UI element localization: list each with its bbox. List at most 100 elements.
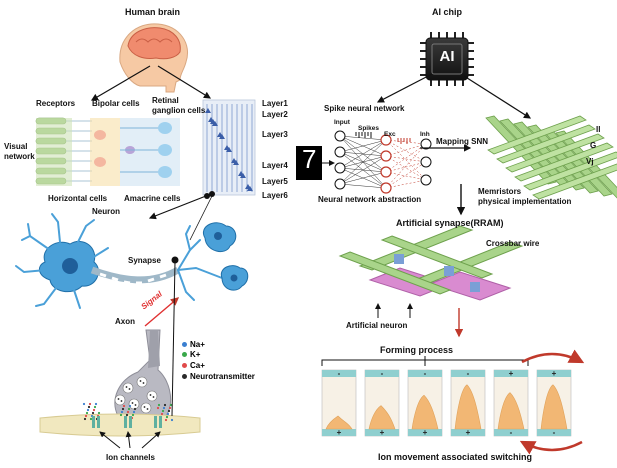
layer-3-label: Layer3 <box>262 130 288 139</box>
bottom-electrode <box>451 429 485 436</box>
na-dot <box>182 342 187 348</box>
layer-1-label: Layer1 <box>262 99 288 108</box>
ai-chip-text: AI <box>439 48 455 65</box>
bottom-electrode <box>494 429 528 436</box>
abstraction-label: Neural network abstraction <box>318 195 422 204</box>
neuron-illustration <box>15 213 249 309</box>
filament <box>497 392 525 430</box>
switch-arrow-top <box>521 349 585 364</box>
cell-top-sign: + <box>551 369 557 378</box>
top-electrode <box>365 370 399 377</box>
filament <box>325 415 353 430</box>
bipolar-cells-label: Bipolar cells <box>92 99 140 108</box>
legend-neurotransmitter: Neurotransmitter <box>182 372 255 381</box>
k-dot <box>182 352 187 358</box>
cortex-to-synapse-line <box>189 195 213 241</box>
human-brain-title: Human brain <box>125 7 181 17</box>
crossbar-wire-label: Crossbar wire <box>486 239 540 248</box>
layer-2-label: Layer2 <box>262 110 288 119</box>
snn-exc-label: Exc <box>384 131 396 138</box>
receptors-label: Receptors <box>36 99 76 108</box>
brain-to-retina-arrow <box>90 65 151 101</box>
cell-top-sign: - <box>466 369 470 378</box>
cell-bottom-sign: - <box>552 428 556 437</box>
neuron-label: Neuron <box>92 207 120 216</box>
cell-bottom-sign: - <box>509 428 513 437</box>
retina-illustration <box>35 117 180 186</box>
legend-k: K+ <box>182 350 200 359</box>
amacrine-cells-label: Amacrine cells <box>124 194 181 203</box>
top-electrode <box>408 370 442 377</box>
vj-label: Vj <box>586 157 594 166</box>
cell-top-sign: + <box>508 369 514 378</box>
layer-6-label: Layer6 <box>262 191 288 200</box>
switch-arrow-bottom <box>519 440 583 455</box>
switching-label: Ion movement associated switching <box>378 452 533 462</box>
forming-process-label: Forming process <box>380 345 454 355</box>
ai-chip-icon <box>420 32 474 86</box>
synapse-zoom-line <box>171 261 176 417</box>
bottom-electrode <box>408 429 442 436</box>
filament <box>368 405 396 430</box>
synapse-dot <box>171 256 179 264</box>
cell-bottom-sign: + <box>422 428 428 437</box>
top-electrode <box>322 370 356 377</box>
neurotransmitter-dot <box>182 374 187 380</box>
snn-network <box>296 130 432 194</box>
cortex-illustration <box>202 99 256 196</box>
legend-na: Na+ <box>182 340 205 349</box>
human-head-icon <box>119 23 188 93</box>
chip-to-snn-arrow <box>376 73 433 103</box>
visual-label: Visual <box>4 142 28 151</box>
rram-cells <box>321 369 572 437</box>
rram-cell <box>321 369 357 437</box>
layer-5-label: Layer5 <box>262 177 288 186</box>
top-electrode <box>451 370 485 377</box>
artificial-synapse-label: Artificial synapse(RRAM) <box>396 218 504 228</box>
bottom-electrode <box>537 429 571 436</box>
mapping-label: Mapping SNN <box>436 137 488 146</box>
bottom-electrode <box>365 429 399 436</box>
crossbar-array <box>485 115 617 200</box>
synapse-label: Synapse <box>128 256 161 265</box>
g-label: G <box>590 141 597 150</box>
chip-to-crossbar-arrow <box>463 75 532 119</box>
legend-ca: Ca+ <box>182 361 205 370</box>
physical-implementation-label: physical implementation <box>478 197 572 206</box>
filament <box>411 394 439 430</box>
cell-bottom-sign: + <box>379 428 385 437</box>
cell-top-sign: - <box>380 369 384 378</box>
bottom-electrode <box>322 429 356 436</box>
ganglion-cells-label: ganglion cells <box>152 106 206 115</box>
layer-4-label: Layer4 <box>262 161 288 170</box>
top-electrode <box>537 370 571 377</box>
cell-top-sign: - <box>423 369 427 378</box>
ion-channels-label: Ion channels <box>106 453 155 462</box>
filament <box>454 384 482 430</box>
rram-synapse <box>338 225 524 301</box>
brain-to-cortex-arrow <box>157 65 212 99</box>
mnist-digit: 7 <box>302 144 317 174</box>
synapse-zoom <box>39 329 201 437</box>
filament <box>540 384 568 430</box>
signal-arrow <box>144 297 180 327</box>
ion-channel-arrows <box>99 431 161 449</box>
cell-bottom-sign: + <box>465 428 471 437</box>
ca-dot <box>182 363 187 369</box>
artificial-neuron-label: Artificial neuron <box>346 321 408 330</box>
axon-label: Axon <box>115 317 135 326</box>
ai-chip-title: AI chip <box>432 7 463 17</box>
cell-top-sign: - <box>337 369 341 378</box>
snn-inh-label: Inh <box>420 131 430 138</box>
horizontal-cells-label: Horizontal cells <box>48 194 108 203</box>
snn-input-label: Input <box>334 119 350 126</box>
cortex-to-neuron-arrow <box>148 193 212 220</box>
memristors-label: Memristors <box>478 187 522 196</box>
cell-bottom-sign: + <box>336 428 342 437</box>
snn-spikes-label: Spikes <box>358 125 379 132</box>
il-label: Il <box>596 125 601 134</box>
top-electrode <box>494 370 528 377</box>
snn-title: Spike neural network <box>324 104 405 113</box>
